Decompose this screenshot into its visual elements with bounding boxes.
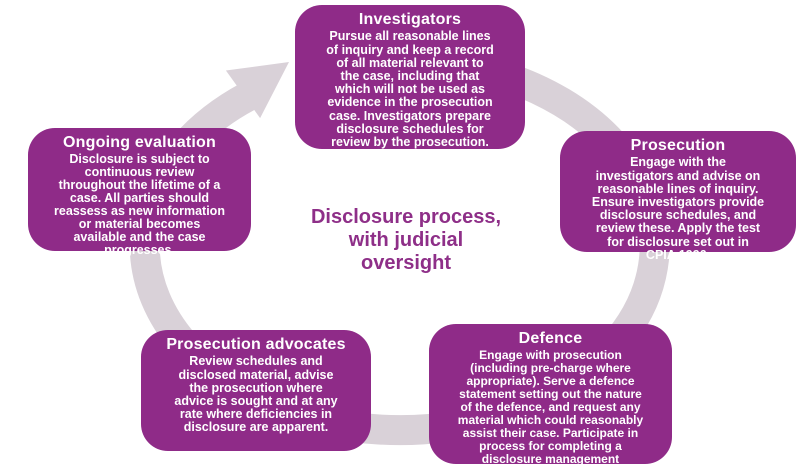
node-ongoing-evaluation: Ongoing evaluation Disclosure is subject… [28, 128, 251, 256]
diagram-title: Disclosure process, with judicial oversi… [278, 206, 534, 274]
diagram-title-line: with judicial [348, 228, 464, 251]
node-heading: Prosecution [630, 137, 726, 154]
node-prosecution: Prosecution Engage with the investigator… [560, 131, 796, 261]
node-heading: Defence [518, 330, 583, 347]
node-body: Disclosure is subject to continuous revi… [54, 152, 225, 257]
cycle-arrow-icon [225, 62, 289, 119]
node-investigators: Investigators Pursue all reasonable line… [295, 5, 525, 149]
node-heading: Prosecution advocates [166, 336, 346, 353]
node-body: Engage with the investigators and advise… [591, 155, 765, 262]
node-body: Review schedules and disclosed material,… [174, 354, 338, 435]
diagram-title-line: Disclosure process, [310, 206, 502, 228]
node-defence: Defence Engage with prosecution (includi… [429, 324, 672, 473]
node-heading: Investigators [358, 11, 462, 28]
diagram-title-line: oversight [360, 251, 452, 274]
node-heading: Ongoing evaluation [63, 134, 216, 151]
node-body: Engage with prosecution (including pre-c… [457, 348, 644, 473]
node-body: Pursue all reasonable lines of inquiry a… [326, 29, 494, 150]
node-prosecution-advocates: Prosecution advocates Review schedules a… [141, 330, 371, 451]
